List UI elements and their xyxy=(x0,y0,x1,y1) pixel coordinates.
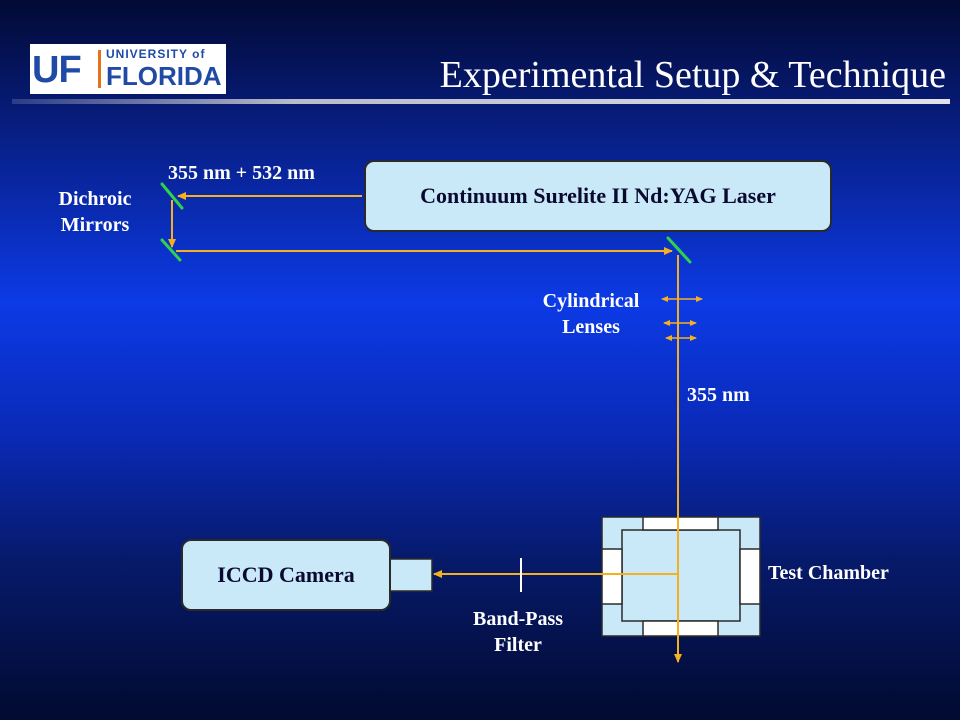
mirror-right xyxy=(666,236,692,264)
dichroic-mirrors-label: Dichroic Mirrors xyxy=(30,186,160,238)
test-chamber xyxy=(601,516,761,637)
dichroic-label-line1: Dichroic xyxy=(58,188,132,210)
page-title: Experimental Setup & Technique xyxy=(439,54,946,96)
filter-label-line1: Band-Pass xyxy=(472,608,564,630)
chamber-window-bottom xyxy=(642,620,719,637)
title-divider xyxy=(12,99,950,104)
cylindrical-lenses-label: Cylindrical Lenses xyxy=(520,288,662,340)
camera-box: ICCD Camera xyxy=(181,539,391,611)
camera-lens xyxy=(388,558,433,592)
band-pass-filter-label: Band-Pass Filter xyxy=(456,606,580,658)
logo-divider xyxy=(98,50,101,88)
logo-mark: UF xyxy=(32,49,82,91)
logo-name: FLORIDA xyxy=(106,61,222,91)
beam-label-combined: 355 nm + 532 nm xyxy=(168,162,315,184)
uf-logo: UF UNIVERSITY of FLORIDA xyxy=(30,44,226,94)
cylindrical-lenses xyxy=(661,296,703,341)
cyl-label-line2: Lenses xyxy=(562,316,620,338)
chamber-window-right xyxy=(739,548,761,605)
mirror-top-left xyxy=(160,182,184,210)
chamber-inner xyxy=(621,529,741,622)
cyl-label-line1: Cylindrical xyxy=(542,290,640,312)
logo-university: UNIVERSITY of xyxy=(106,47,206,61)
laser-box: Continuum Surelite II Nd:YAG Laser xyxy=(364,160,832,232)
chamber-window-left xyxy=(601,548,623,605)
test-chamber-label: Test Chamber xyxy=(768,562,889,584)
beam-label-uv: 355 nm xyxy=(687,384,750,406)
dichroic-mirrors xyxy=(160,182,692,264)
chamber-window-top xyxy=(642,516,719,531)
filter-label-line2: Filter xyxy=(494,634,542,656)
mirror-bottom-left xyxy=(160,238,182,262)
dichroic-label-line2: Mirrors xyxy=(60,214,130,236)
